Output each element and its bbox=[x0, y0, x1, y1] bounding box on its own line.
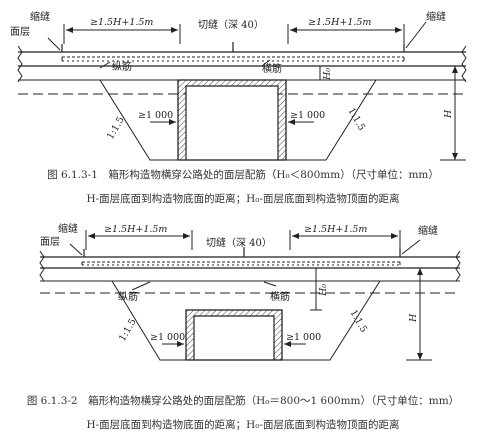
label-gap-right: ≥1 000 bbox=[290, 110, 325, 121]
figure-1-caption: 图 6.1.3-1 箱形构造物横穿公路处的面层配筋（H₀＜800mm）（尺寸单位… bbox=[47, 169, 439, 181]
label-shrink-joint-right-2: 缩缝 bbox=[418, 224, 438, 237]
label-slope-right: 1:1.5 bbox=[345, 106, 367, 133]
dim-line-right bbox=[287, 24, 405, 44]
label-surface-layer-2: 面层 bbox=[40, 236, 60, 248]
label-h: H bbox=[443, 109, 454, 119]
label-h0: H₀ bbox=[322, 68, 333, 81]
label-slope-right-2: 1:1.5 bbox=[347, 308, 369, 335]
label-transverse-rebar: 横筋 bbox=[262, 62, 282, 75]
figure-1 bbox=[17, 21, 467, 161]
label-longitudinal-rebar: 纵筋 bbox=[112, 60, 132, 73]
figure-2-caption: 图 6.1.3-2 箱形构造物横穿公路处的面层配筋（H₀＝800～1 600mm… bbox=[26, 395, 460, 407]
figure-1-caption-note: H-面层底面到构造物底面的距离；H₀-面层底面到构造物顶面的距离 bbox=[86, 193, 400, 205]
label-cut-joint: 切缝（深 40） bbox=[198, 18, 264, 31]
pavement-slab-2 bbox=[39, 250, 461, 294]
dim-label-right: ≥1.5H+1.5m bbox=[308, 17, 371, 28]
label-gap-left-2: ≥1 000 bbox=[150, 332, 185, 343]
figure-2-caption-note: H-面层底面到构造物底面的距离；H₀-面层底面到构造物顶面的距离 bbox=[86, 419, 400, 431]
dim-line-right-2 bbox=[289, 230, 401, 250]
label-cut-joint-2: 切缝（深 40） bbox=[206, 236, 272, 249]
label-slope-left: 1:1.5 bbox=[105, 115, 127, 142]
label-gap-right-2: ≥1 000 bbox=[286, 332, 321, 343]
box-culvert-2 bbox=[185, 309, 283, 361]
label-shrink-joint-right: 缩缝 bbox=[426, 10, 446, 23]
h-dim bbox=[440, 65, 466, 161]
dim-label-left-2: ≥1.5H+1.5m bbox=[104, 224, 167, 235]
label-shrink-joint-left-2: 缩缝 bbox=[58, 222, 78, 235]
label-transverse-rebar-2: 横筋 bbox=[270, 290, 290, 303]
dim-label-right-2: ≥1.5H+1.5m bbox=[304, 224, 367, 235]
label-surface-layer: 面层 bbox=[10, 26, 30, 38]
h-dim-2 bbox=[406, 267, 432, 361]
label-h0-2: H₀ bbox=[318, 284, 329, 297]
label-slope-left-2: 1:1.5 bbox=[117, 317, 139, 344]
h0-dim-2 bbox=[310, 267, 322, 311]
label-h-2: H bbox=[408, 313, 419, 323]
figure-2 bbox=[39, 230, 461, 361]
h0-dim bbox=[314, 65, 326, 81]
box-culvert bbox=[177, 79, 287, 161]
dim-label-left: ≥1.5H+1.5m bbox=[90, 17, 153, 28]
dim-line-left-2 bbox=[85, 230, 193, 250]
dim-line-left bbox=[63, 24, 181, 44]
label-longitudinal-rebar-2: 纵筋 bbox=[118, 290, 138, 303]
label-shrink-joint-left: 缩缝 bbox=[30, 10, 50, 23]
label-gap-left: ≥1 000 bbox=[138, 110, 173, 121]
